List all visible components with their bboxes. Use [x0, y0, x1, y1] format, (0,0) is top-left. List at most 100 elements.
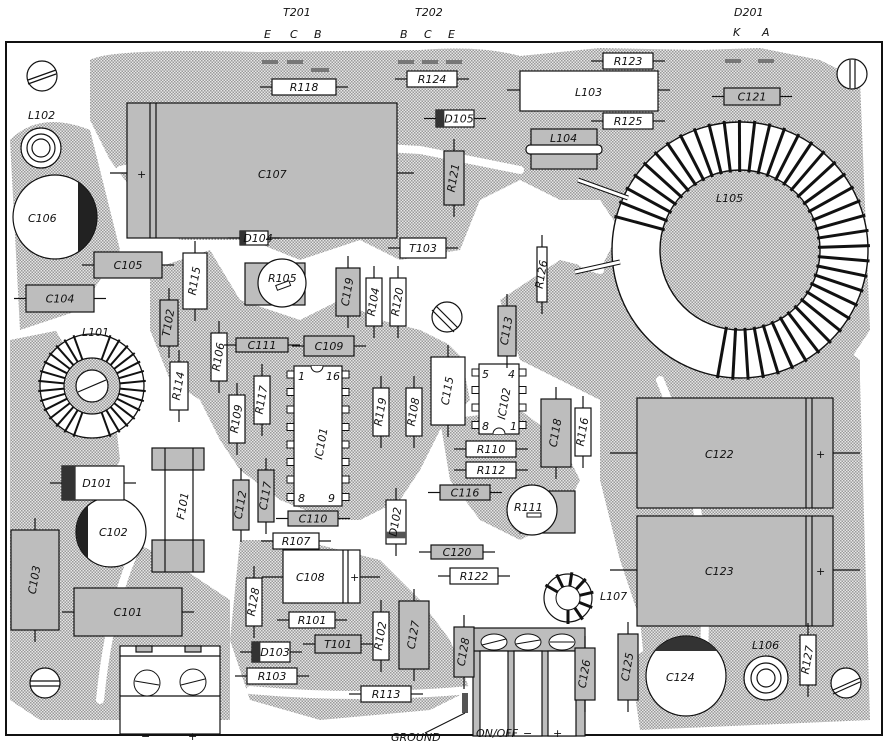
component-label: C101 — [114, 606, 143, 619]
c103-component: C103 — [10, 518, 60, 642]
r111-trimmer: R111 — [506, 484, 576, 536]
t101-component: T101 — [303, 634, 373, 654]
component-label: R101 — [298, 614, 327, 627]
c105-component: C105 — [82, 251, 174, 279]
t202-pin-c: C — [424, 28, 432, 41]
t201-pin-e: E — [264, 28, 271, 41]
r106-component: R106 — [210, 321, 228, 393]
c113-component: C113 — [497, 294, 517, 368]
component-label: C128 — [455, 637, 473, 668]
mounting-screws — [26, 58, 868, 699]
component-label: D102 — [387, 506, 405, 537]
c111-component: C111 — [224, 337, 300, 353]
component-label: C105 — [114, 259, 143, 272]
t201-pin-b: B — [314, 28, 322, 41]
d201-pin-a: A — [761, 26, 770, 39]
t202-pin-b: B — [400, 28, 408, 41]
c104-component: C104 — [14, 284, 106, 313]
r105-trimmer: R105 — [244, 258, 307, 308]
t202-pin-e: E — [448, 28, 455, 41]
l106-inductor: L106 — [743, 639, 789, 701]
r125-component: R125 — [591, 112, 665, 130]
component-label: R107 — [282, 535, 311, 548]
component-label: R112 — [477, 464, 506, 477]
component-label: R110 — [477, 443, 506, 456]
component-label: C119 — [339, 277, 357, 308]
component-label: D103 — [260, 646, 289, 659]
r103-component: R103 — [235, 667, 309, 685]
component-label: R102 — [372, 621, 390, 651]
r102-component: R102 — [372, 600, 390, 672]
svg-text:C107: C107 — [258, 168, 287, 181]
component-label: D101 — [82, 477, 111, 490]
svg-text:C122: C122 — [705, 448, 734, 461]
l103-inductor: L103 — [507, 70, 670, 112]
component-label: C118 — [547, 418, 565, 449]
component-label: R106 — [210, 342, 228, 372]
component-label: C113 — [498, 316, 516, 347]
screw-icon — [836, 58, 868, 90]
r120-component: R120 — [389, 266, 407, 338]
component-label: R114 — [170, 371, 188, 401]
component-label: R121 — [445, 163, 463, 193]
t201-header: T201 E C B — [262, 6, 329, 72]
output-plus-label: + — [553, 727, 562, 740]
component-label: D104 — [243, 232, 272, 245]
component-label: C104 — [46, 293, 75, 306]
svg-text:C102: C102 — [99, 526, 128, 539]
c110-component: C110 — [276, 510, 350, 527]
component-label: T101 — [324, 638, 352, 651]
component-label: R117 — [253, 385, 271, 415]
component-label: R116 — [574, 417, 592, 447]
svg-text:IC102: IC102 — [495, 387, 513, 421]
l101-toroid-inductor: L101 — [38, 326, 146, 439]
svg-text:L101: L101 — [82, 326, 109, 339]
component-label: C117 — [257, 481, 275, 512]
power-plus-label: + — [188, 730, 197, 743]
screw-icon — [29, 667, 61, 699]
c123-capacitor: C123 + — [610, 515, 860, 627]
r101-component: R101 — [277, 611, 347, 629]
component-label: C110 — [299, 513, 328, 526]
screw-icon — [480, 633, 508, 651]
r108-component: R108 — [405, 376, 423, 448]
c120-component: C120 — [419, 544, 495, 560]
component-label: R118 — [290, 81, 319, 94]
c122-capacitor: C122 + — [610, 397, 860, 509]
svg-text:C106: C106 — [28, 212, 57, 225]
svg-text:C123: C123 — [705, 565, 734, 578]
t202-label: T202 — [415, 6, 443, 19]
component-label: C109 — [315, 340, 344, 353]
component-label: R113 — [372, 688, 401, 701]
svg-text:+: + — [350, 571, 359, 584]
r104-component: R104 — [365, 266, 383, 338]
c118-component: C118 — [540, 387, 572, 479]
svg-text:L104: L104 — [550, 132, 577, 145]
l102-inductor: L102 — [20, 109, 62, 169]
svg-text:5: 5 — [482, 368, 489, 381]
component-label: R128 — [245, 587, 263, 617]
svg-text:R105: R105 — [268, 272, 297, 285]
svg-text:C108: C108 — [296, 571, 325, 584]
l104-inductor: L104 — [525, 128, 603, 170]
screw-icon — [26, 60, 58, 92]
c109-component: C109 — [292, 335, 366, 357]
c108-capacitor: C108 + — [262, 549, 380, 604]
c127-component: C127 — [398, 589, 430, 681]
r117-component: R117 — [253, 364, 271, 436]
ground-pad — [462, 693, 468, 713]
r113-component: R113 — [349, 685, 423, 703]
r119-component: R119 — [372, 376, 390, 448]
component-label: D105 — [444, 113, 473, 126]
power-terminal-block — [119, 645, 221, 735]
r123-component: R123 — [591, 52, 665, 70]
component-label: R104 — [365, 287, 383, 317]
c112-component: C112 — [232, 468, 250, 542]
c121-component: C121 — [712, 87, 792, 106]
r116-component: R116 — [574, 396, 592, 468]
components-layer: R118R124R123R125C121D105R121T103D104C105… — [10, 52, 817, 712]
power-minus-label: − — [141, 730, 150, 743]
r112-component: R112 — [454, 461, 528, 479]
svg-text:+: + — [137, 168, 146, 181]
